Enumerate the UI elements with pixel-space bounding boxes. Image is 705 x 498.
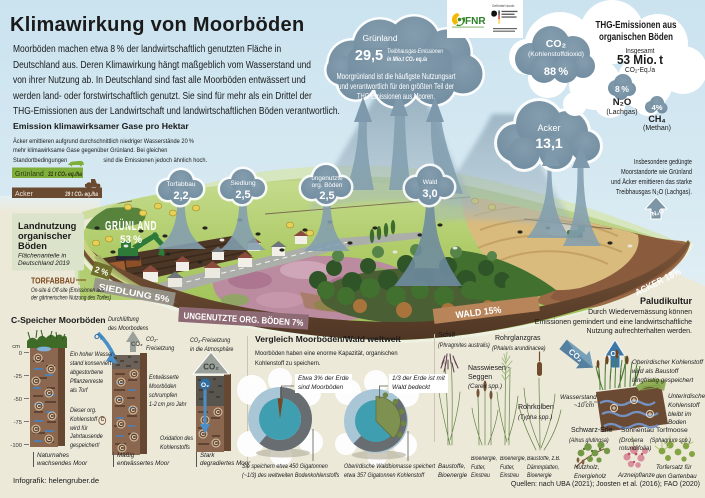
svg-text:ungenutzte: ungenutzte [311, 175, 343, 182]
svg-text:Treibhausgas-Emissionen: Treibhausgas-Emissionen [387, 48, 443, 55]
svg-text:C: C [117, 398, 122, 404]
svg-text:THG-Emissionen aus Mooren.: THG-Emissionen aus Mooren. [357, 91, 435, 101]
svg-text:Grünland: Grünland [15, 171, 44, 178]
svg-text:C: C [34, 427, 39, 433]
svg-text:C: C [214, 441, 219, 447]
svg-text:Torfabbau: Torfabbau [167, 181, 196, 188]
svg-text:C: C [132, 435, 137, 441]
svg-text:31 t CO₂ eq./ha: 31 t CO₂ eq./ha [48, 172, 83, 178]
svg-text:(Methan): (Methan) [643, 125, 671, 132]
svg-text:CO₂: CO₂ [203, 363, 219, 372]
svg-text:C: C [50, 414, 55, 420]
svg-text:53 %: 53 % [120, 234, 142, 246]
svg-text:13,1: 13,1 [535, 135, 562, 151]
svg-text:Insbesondere gedüngte: Insbesondere gedüngte [634, 157, 692, 166]
svg-text:8 %: 8 % [615, 84, 629, 94]
svg-text:CO₂: CO₂ [546, 38, 567, 50]
svg-text:39 t CO₂ eq./ha: 39 t CO₂ eq./ha [65, 192, 99, 198]
svg-text:TORFABBAU: TORFABBAU [31, 276, 75, 286]
svg-text:THG-Emissionen aus: THG-Emissionen aus [596, 20, 677, 31]
svg-text:C: C [34, 379, 39, 385]
svg-text:in Mio.t CO₂ eq./a: in Mio.t CO₂ eq./a [387, 56, 427, 63]
svg-text:C: C [131, 408, 136, 414]
svg-text:CO₂: CO₂ [131, 342, 143, 348]
svg-text:O₂: O₂ [201, 382, 209, 389]
svg-text:2,5: 2,5 [319, 190, 334, 202]
svg-text:On-site & Off-site (Emissionen: On-site & Off-site (Emissionen aus [31, 287, 105, 294]
svg-text:29,5: 29,5 [355, 48, 383, 64]
svg-text:cm: cm [12, 344, 20, 350]
svg-text:88 %: 88 % [544, 66, 568, 78]
svg-text:2 %: 2 % [94, 264, 111, 278]
svg-text:Deutschland 2019: Deutschland 2019 [18, 260, 70, 267]
svg-text:und Äcker emittieren das stark: und Äcker emittieren das starke [611, 177, 692, 186]
svg-text:organischer: organischer [18, 231, 72, 241]
svg-text:CH₄: CH₄ [648, 114, 665, 124]
svg-text:O₂: O₂ [94, 332, 103, 341]
svg-text:Moorgrünland ist die häufigste: Moorgrünland ist die häufigste Nutzungsa… [337, 71, 457, 81]
svg-text:Siedlung: Siedlung [230, 180, 256, 187]
svg-text:C: C [119, 380, 124, 386]
svg-text:Acker: Acker [15, 191, 34, 198]
svg-text:0: 0 [19, 351, 22, 357]
svg-text:GRÜNLAND: GRÜNLAND [105, 218, 157, 233]
svg-text:(Lachgas): (Lachgas) [606, 109, 637, 116]
svg-text:Wald: Wald [423, 179, 438, 186]
svg-text:C: C [119, 422, 124, 428]
svg-text:CO₂-Eq./a: CO₂-Eq./a [625, 65, 656, 74]
svg-text:O₂: O₂ [610, 349, 619, 358]
svg-text:Gefördert durch:: Gefördert durch: [492, 4, 515, 8]
svg-text:N₂O: N₂O [613, 97, 631, 108]
svg-text:-25: -25 [14, 374, 22, 380]
svg-text:der gärtnerischen Nutzung des: der gärtnerischen Nutzung des Torfes) [31, 295, 111, 302]
svg-text:C: C [201, 432, 206, 438]
svg-text:53 Mio. t: 53 Mio. t [617, 52, 664, 67]
svg-text:C: C [47, 391, 52, 397]
svg-text:Landnutzung: Landnutzung [18, 221, 77, 231]
svg-text:und verantwortlich für den grö: und verantwortlich für den größten Teil … [338, 81, 454, 91]
svg-text:Insgesamt: Insgesamt [626, 46, 656, 55]
svg-text:N₂O: N₂O [651, 208, 665, 219]
svg-text:2,2: 2,2 [173, 190, 188, 202]
svg-text:Acker: Acker [537, 123, 560, 133]
svg-text:Grünland: Grünland [363, 33, 398, 43]
svg-text:C: C [47, 437, 52, 443]
svg-text:Treibhausgas N₂O (Lachgas).: Treibhausgas N₂O (Lachgas). [616, 187, 692, 196]
svg-text:-75: -75 [14, 420, 22, 426]
svg-text:org. Böden: org. Böden [312, 182, 343, 189]
svg-text:2,5: 2,5 [235, 189, 250, 201]
svg-text:-100: -100 [10, 443, 22, 449]
svg-text:Flächenanteile in: Flächenanteile in [18, 253, 67, 260]
svg-text:4%: 4% [652, 103, 663, 112]
svg-text:Böden: Böden [18, 241, 47, 251]
svg-text:C: C [36, 356, 41, 362]
svg-text:Moorstandorte wie Grünland: Moorstandorte wie Grünland [621, 167, 692, 176]
svg-text:C: C [49, 367, 54, 373]
svg-text:3,0: 3,0 [422, 188, 437, 200]
svg-text:organischen Böden: organischen Böden [599, 32, 673, 43]
svg-text:FNR: FNR [465, 16, 486, 27]
svg-text:C: C [120, 446, 125, 452]
svg-text:C: C [37, 404, 42, 410]
svg-text:C: C [132, 372, 137, 378]
svg-text:C: C [216, 410, 221, 416]
svg-text:-50: -50 [14, 397, 22, 403]
svg-text:(Kohlenstoffdioxid): (Kohlenstoffdioxid) [528, 51, 584, 58]
